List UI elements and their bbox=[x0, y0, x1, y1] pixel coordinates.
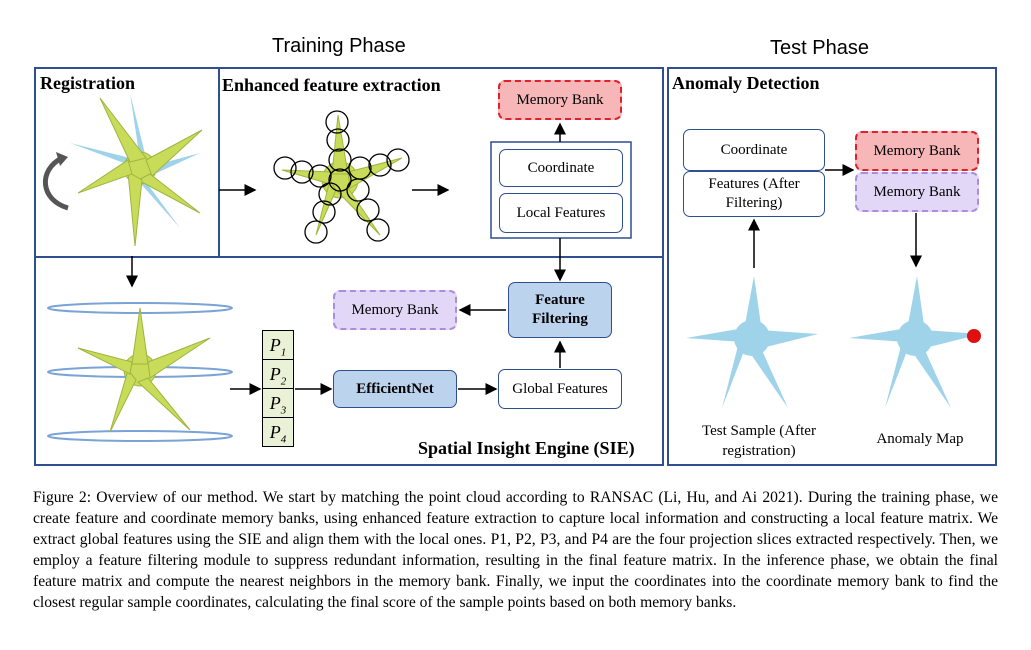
anomaly-map-starfish bbox=[849, 276, 981, 408]
slice-p1: P1 bbox=[262, 330, 294, 360]
anomaly-detection-title: Anomaly Detection bbox=[672, 73, 820, 93]
anomaly-detection-panel bbox=[667, 67, 997, 466]
feature-stack bbox=[490, 141, 632, 239]
memory-bank-feature: Memory Bank bbox=[333, 290, 457, 330]
registration-title: Registration bbox=[40, 73, 135, 93]
anomaly-map-label: Anomaly Map bbox=[876, 431, 964, 447]
test-memory-bank-purple: Memory Bank bbox=[855, 172, 979, 212]
enhanced-feature-title: Enhanced feature extraction bbox=[222, 75, 441, 95]
test-memory-bank-red: Memory Bank bbox=[855, 131, 979, 171]
sie-panel bbox=[34, 256, 664, 466]
test-sample-label: Test Sample (After registration) bbox=[702, 423, 816, 459]
local-features-box: Local Features bbox=[499, 193, 623, 233]
test-sample-starfish bbox=[686, 276, 818, 408]
rotate-arrow-icon bbox=[43, 155, 69, 211]
patched-starfish bbox=[273, 110, 410, 244]
anomaly-dot bbox=[967, 329, 981, 343]
registration-starfish bbox=[70, 93, 203, 247]
slice-p2: P2 bbox=[262, 360, 294, 389]
test-phase-title: Test Phase bbox=[770, 37, 869, 59]
memory-bank-coordinate: Memory Bank bbox=[498, 80, 622, 120]
global-features-box: Global Features bbox=[498, 369, 622, 409]
slice-p3: P3 bbox=[262, 389, 294, 418]
sie-title: Spatial Insight Engine (SIE) bbox=[418, 438, 635, 458]
features-after-filtering-box: Features (After Filtering) bbox=[683, 171, 825, 217]
figure-caption: Figure 2: Overview of our method. We sta… bbox=[33, 489, 998, 611]
projection-slices: P1 P2 P3 P4 bbox=[262, 330, 294, 447]
slice-p4: P4 bbox=[262, 418, 294, 447]
training-phase-title: Training Phase bbox=[272, 35, 406, 57]
feature-filtering-box: Feature Filtering bbox=[508, 282, 612, 338]
coordinate-box: Coordinate bbox=[499, 149, 623, 187]
efficientnet-box: EfficientNet bbox=[333, 370, 457, 408]
test-coordinate-box: Coordinate bbox=[683, 129, 825, 171]
sie-starfish bbox=[47, 302, 233, 442]
